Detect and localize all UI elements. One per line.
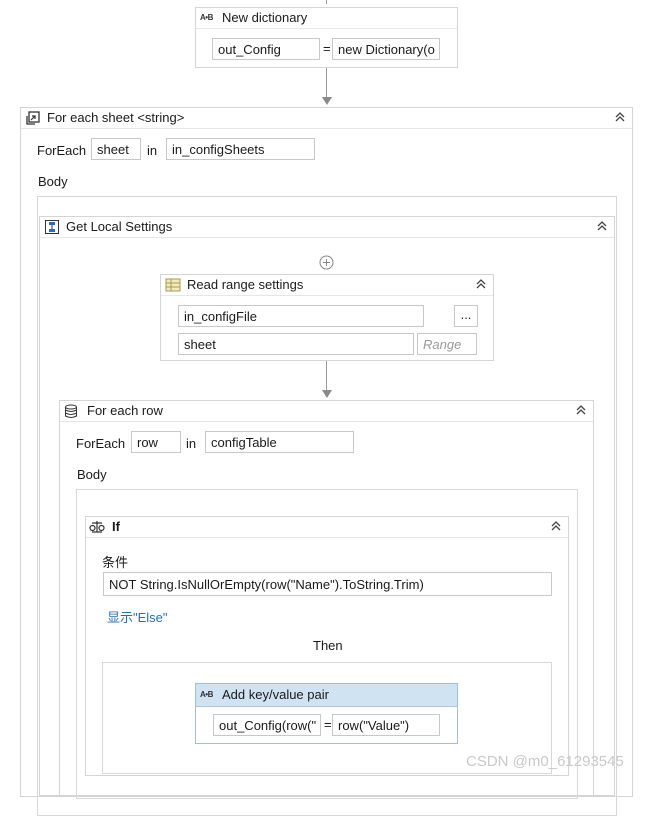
foreach-row-title: For each row: [87, 403, 163, 418]
foreach-item-field[interactable]: sheet: [91, 138, 141, 160]
assign-to-field[interactable]: out_Config(row(": [213, 714, 321, 736]
assign-to-field[interactable]: out_Config: [212, 38, 320, 60]
connector-arrow-icon: [322, 97, 332, 105]
read-range-header: Read range settings: [161, 275, 493, 296]
collapse-chevron-icon[interactable]: [614, 111, 626, 123]
range-field[interactable]: Range: [417, 333, 477, 355]
workbook-path-field[interactable]: in_configFile: [178, 305, 424, 327]
if-title: If: [112, 519, 120, 534]
sequence-title: Get Local Settings: [66, 219, 173, 234]
assign-title: Add key/value pair: [222, 687, 329, 702]
collapse-chevron-icon[interactable]: [596, 220, 608, 232]
datatable-rows-icon: [65, 404, 77, 418]
watermark-text: CSDN @m0_61293545: [466, 753, 624, 770]
condition-field[interactable]: NOT String.IsNullOrEmpty(row("Name").ToS…: [103, 572, 552, 596]
foreach-in-label: in: [147, 143, 158, 158]
assign-add-pair[interactable]: A•B Add key/value pair out_Config(row(" …: [195, 683, 458, 744]
collapse-chevron-icon[interactable]: [550, 520, 562, 532]
foreach-collection-field[interactable]: in_configSheets: [166, 138, 315, 160]
connector-line: [326, 361, 327, 391]
browse-button[interactable]: ...: [454, 305, 478, 327]
assign-title: New dictionary: [222, 10, 308, 25]
foreach-icon: [26, 111, 40, 125]
condition-label: 条件: [102, 555, 129, 570]
assign-header: A•B Add key/value pair: [196, 684, 457, 707]
body-label: Body: [38, 174, 68, 189]
foreach-label: ForEach: [76, 436, 126, 451]
add-activity-icon[interactable]: [319, 255, 334, 270]
foreach-label: ForEach: [37, 143, 87, 158]
foreach-in-label: in: [186, 436, 197, 451]
assign-value-field[interactable]: row("Value"): [332, 714, 440, 736]
read-range-title: Read range settings: [187, 277, 304, 292]
ab-assign-icon: A•B: [200, 690, 213, 699]
top-connector: [326, 0, 327, 4]
assign-equals: =: [323, 41, 331, 56]
collapse-chevron-icon[interactable]: [575, 404, 587, 416]
sequence-header: Get Local Settings: [40, 217, 614, 238]
foreach-collection-field[interactable]: configTable: [205, 431, 354, 453]
foreach-row-header: For each row: [60, 401, 593, 422]
foreach-sheet-title: For each sheet <string>: [47, 110, 185, 125]
sequence-icon: [45, 220, 59, 234]
foreach-item-field[interactable]: row: [131, 431, 181, 453]
then-label: Then: [313, 638, 343, 653]
show-else-link[interactable]: 显示"Else": [107, 610, 168, 625]
if-header: If: [86, 517, 568, 538]
if-scale-icon: [89, 521, 105, 533]
body-label: Body: [77, 467, 107, 482]
assign-value-field[interactable]: new Dictionary(o: [332, 38, 440, 60]
read-range-activity[interactable]: Read range settings in_configFile ... sh…: [160, 274, 494, 361]
connector-line: [326, 68, 327, 98]
sheet-name-field[interactable]: sheet: [178, 333, 414, 355]
then-container: [102, 662, 552, 774]
ab-assign-icon: A•B: [200, 13, 213, 22]
connector-arrow-icon: [322, 390, 332, 398]
foreach-sheet-header: For each sheet <string>: [21, 108, 632, 129]
assign-header: A•B New dictionary: [196, 8, 457, 29]
collapse-chevron-icon[interactable]: [475, 278, 487, 290]
excel-range-icon: [165, 278, 181, 292]
assign-new-dictionary[interactable]: A•B New dictionary out_Config = new Dict…: [195, 7, 458, 68]
assign-equals: =: [324, 717, 332, 732]
